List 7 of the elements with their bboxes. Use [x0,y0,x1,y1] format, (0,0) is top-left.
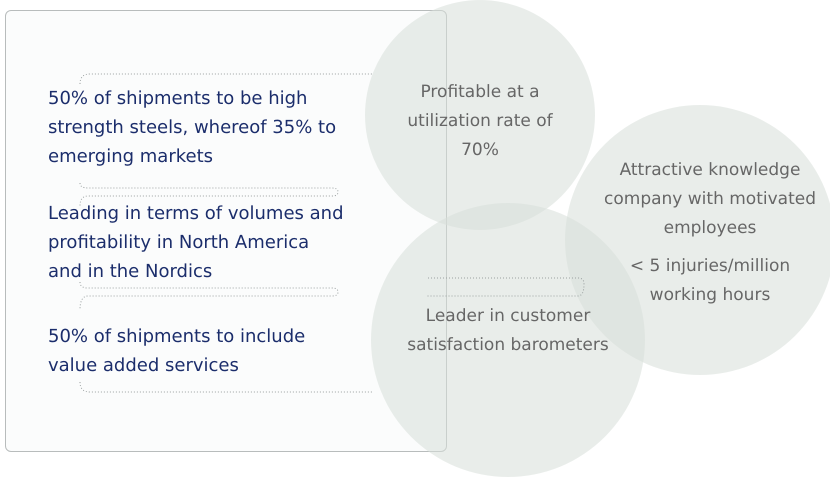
goal-text: Leading in terms of volumes and profitability in North America and in the Nordics [48,202,344,284]
goal-text: 50% of shipments to be high strength steels, whereof 35% to emerging markets [48,87,338,169]
circle-text: Leader in customer satisfaction barometers [406,305,610,357]
circle-text: < 5 injuries/million working hours [628,255,792,307]
goal-text: 50% of shipments to include value added services [48,325,306,378]
circle-text: Attractive knowledge company with motivated employees [603,159,817,240]
circle-text: Profitable at a utilization rate of 70% [406,81,554,162]
